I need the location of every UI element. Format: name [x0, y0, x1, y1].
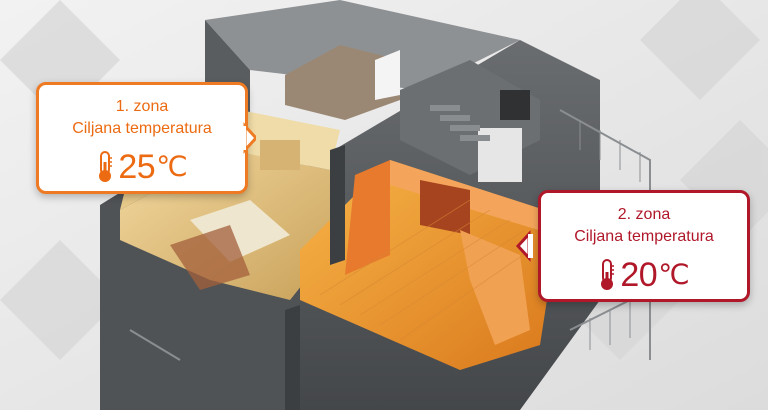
zone-1-temperature-unit: ℃: [156, 151, 188, 182]
zone-1-callout: 1. zona Ciljana temperatura 25 ℃: [36, 82, 248, 194]
zone-2-temperature-row: 20 ℃: [541, 255, 747, 295]
zone-1-callout-pointer: [242, 122, 256, 154]
thermometer-icon: [99, 151, 113, 182]
zone-2-callout: 2. zona Ciljana temperatura 20 ℃: [538, 190, 750, 302]
zone-2-title: 2. zona: [617, 206, 671, 223]
thermometer-icon: [601, 259, 615, 290]
zone-2-target-label: Ciljana temperatura: [574, 228, 714, 245]
zone-2-temperature-unit: ℃: [658, 259, 690, 290]
zone-1-temperature-row: 25 ℃: [39, 147, 245, 187]
zone-1-temperature-value: 25: [118, 148, 156, 186]
zone-1-title: 1. zona: [115, 98, 169, 115]
zone-2-callout-pointer: [516, 230, 533, 262]
zone-2-temperature-value: 20: [620, 256, 658, 294]
zone-1-target-label: Ciljana temperatura: [72, 120, 212, 137]
